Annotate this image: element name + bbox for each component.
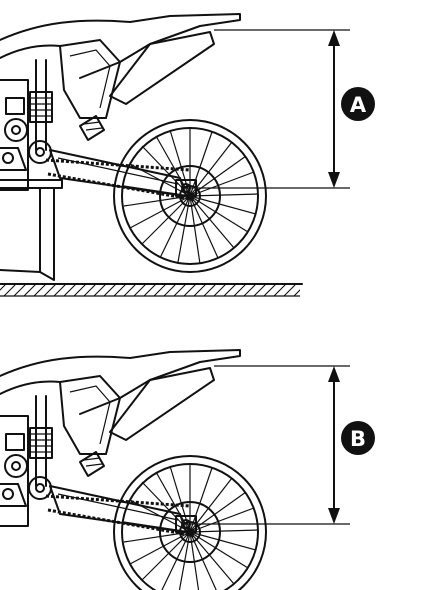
rear-bike-illustration bbox=[0, 348, 268, 590]
label-badge-b: B bbox=[341, 421, 375, 455]
bottom-panel: B bbox=[0, 348, 375, 590]
work-stand bbox=[0, 179, 63, 281]
dimension-arrow-b bbox=[328, 366, 340, 524]
dimension-arrow-a bbox=[328, 30, 340, 188]
ground-hatch bbox=[0, 283, 303, 297]
label-a-text: A bbox=[350, 93, 367, 117]
label-badge-a: A bbox=[341, 87, 375, 121]
top-panel: A bbox=[0, 12, 375, 297]
label-b-text: B bbox=[350, 427, 366, 451]
